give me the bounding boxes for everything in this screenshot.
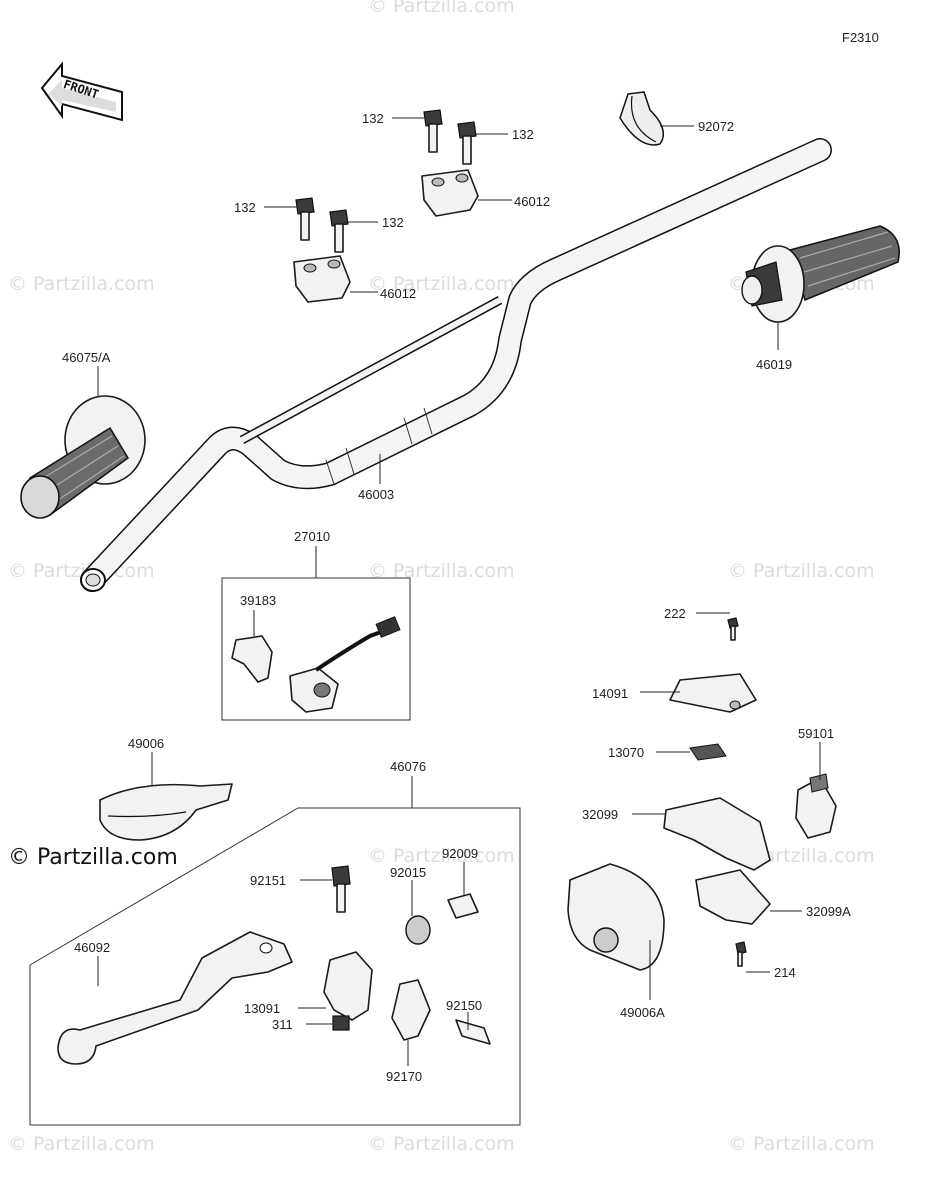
throttle-tube	[795, 773, 837, 839]
part-label: 132	[512, 127, 534, 142]
part-label: 132	[382, 215, 404, 230]
watermark: © Partzilla.com	[368, 560, 515, 582]
lever-assembly-box	[29, 807, 521, 1126]
part-label: 132	[362, 111, 384, 126]
part-label: 14091	[592, 686, 628, 701]
bolt-icon	[295, 109, 477, 253]
part-label: 49006	[128, 736, 164, 751]
nut-icon	[332, 1015, 350, 1031]
part-label: 32099A	[806, 904, 851, 919]
clutch-lever	[57, 931, 293, 1065]
part-label: 92170	[386, 1069, 422, 1084]
front-arrow-icon: FRONT	[40, 61, 123, 122]
bolt-icon	[455, 1019, 491, 1045]
part-label: 92015	[390, 865, 426, 880]
part-label: 46012	[514, 194, 550, 209]
part-label: 92072	[698, 119, 734, 134]
throttle-guard	[567, 863, 665, 971]
part-labels: 132 132 132 132 46012 46012 92072 46019 …	[62, 111, 851, 1084]
diagram-code: F2310	[842, 30, 879, 45]
part-label: 46075/A	[62, 350, 111, 365]
part-label: 214	[774, 965, 796, 980]
left-grip	[20, 395, 146, 519]
cable-tie	[619, 91, 665, 146]
part-label: 132	[234, 200, 256, 215]
part-label: 39183	[240, 593, 276, 608]
part-label: 49006A	[620, 1005, 665, 1020]
leader-lines	[97, 117, 821, 1066]
part-label: 92150	[446, 998, 482, 1013]
watermark: © Partzilla.com	[368, 1133, 515, 1155]
watermark-dark: © Partzilla.com	[8, 845, 178, 870]
part-label: 27010	[294, 529, 330, 544]
part-label: 46076	[390, 759, 426, 774]
watermark: © Partzilla.com	[368, 845, 515, 867]
clamp-lower	[293, 255, 351, 303]
part-label: 46003	[358, 487, 394, 502]
part-label: 46019	[756, 357, 792, 372]
part-label: 46012	[380, 286, 416, 301]
throttle-cover	[669, 617, 757, 713]
part-label: 46092	[74, 940, 110, 955]
throttle-pulley	[689, 743, 727, 761]
part-label: 222	[664, 606, 686, 621]
watermark: © Partzilla.com	[368, 273, 515, 295]
part-label: 32099	[582, 807, 618, 822]
clamp-upper	[421, 169, 479, 217]
right-grip	[741, 225, 900, 323]
handlebar	[80, 138, 832, 592]
kill-switch	[289, 616, 401, 713]
throttle-housing	[663, 797, 771, 967]
lever-guard	[99, 783, 233, 841]
watermark: © Partzilla.com	[8, 273, 155, 295]
adjuster-icon	[405, 915, 431, 945]
part-label: 59101	[798, 726, 834, 741]
lever-holder	[323, 865, 491, 1045]
watermarks: © Partzilla.com © Partzilla.com © Partzi…	[8, 0, 875, 1155]
watermark: © Partzilla.com	[728, 560, 875, 582]
part-label: 13091	[244, 1001, 280, 1016]
watermark: © Partzilla.com	[8, 1133, 155, 1155]
watermark: © Partzilla.com	[728, 1133, 875, 1155]
part-label: 92151	[250, 873, 286, 888]
part-label: 311	[272, 1017, 293, 1032]
part-label: 92009	[442, 846, 478, 861]
switch-clamp	[231, 635, 273, 683]
part-label: 13070	[608, 745, 644, 760]
watermark: © Partzilla.com	[368, 0, 515, 17]
